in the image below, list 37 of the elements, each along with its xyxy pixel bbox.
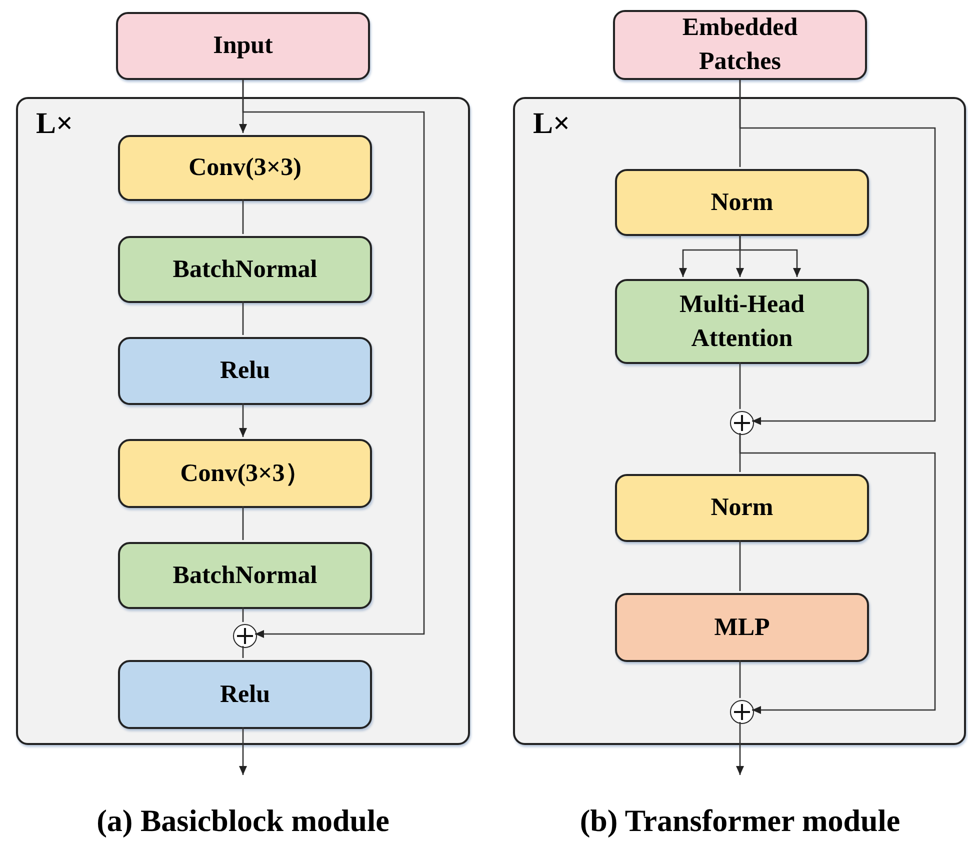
figure-caption: (a) Basicblock module <box>96 802 390 840</box>
layer-box <box>613 10 867 80</box>
repeat-block-panel <box>513 97 966 745</box>
layer-box <box>615 593 869 662</box>
layer-box <box>615 279 869 364</box>
figure-caption: (b) Transformer module <box>578 802 902 840</box>
repeat-block-panel <box>16 97 470 745</box>
connector-arrow <box>239 727 247 775</box>
connector-arrow <box>739 80 936 425</box>
layer-box <box>118 660 372 729</box>
layer-box <box>118 337 372 405</box>
layer-label: Norm <box>710 188 774 218</box>
layer-label: Multi-Head Attention <box>678 290 806 354</box>
layer-label: BatchNormal <box>172 254 318 284</box>
connector-arrow <box>736 722 744 775</box>
layer-box <box>615 474 869 542</box>
layer-label: Relu <box>220 356 270 386</box>
connector-arrow <box>242 80 425 638</box>
connector-arrow <box>739 433 936 714</box>
connector-arrow <box>739 234 801 277</box>
repeat-count-label: L× <box>533 109 570 139</box>
layer-box <box>615 169 869 236</box>
layer-box <box>118 542 372 609</box>
layer-label: Conv(3×3) <box>188 153 302 183</box>
layer-label: Embedded Patches <box>681 13 799 77</box>
layer-label: Conv(3×3） <box>180 458 310 488</box>
layer-label: Norm <box>710 493 774 523</box>
layer-box <box>118 135 372 201</box>
layer-box <box>118 236 372 303</box>
connector-arrow <box>239 403 247 437</box>
layer-box <box>116 12 370 80</box>
layer-label: MLP <box>714 612 770 642</box>
layer-label: BatchNormal <box>172 560 318 590</box>
layer-label: Relu <box>220 680 270 710</box>
repeat-count-label: L× <box>36 109 74 139</box>
layer-box <box>118 439 372 508</box>
layer-label: Input <box>213 31 273 61</box>
